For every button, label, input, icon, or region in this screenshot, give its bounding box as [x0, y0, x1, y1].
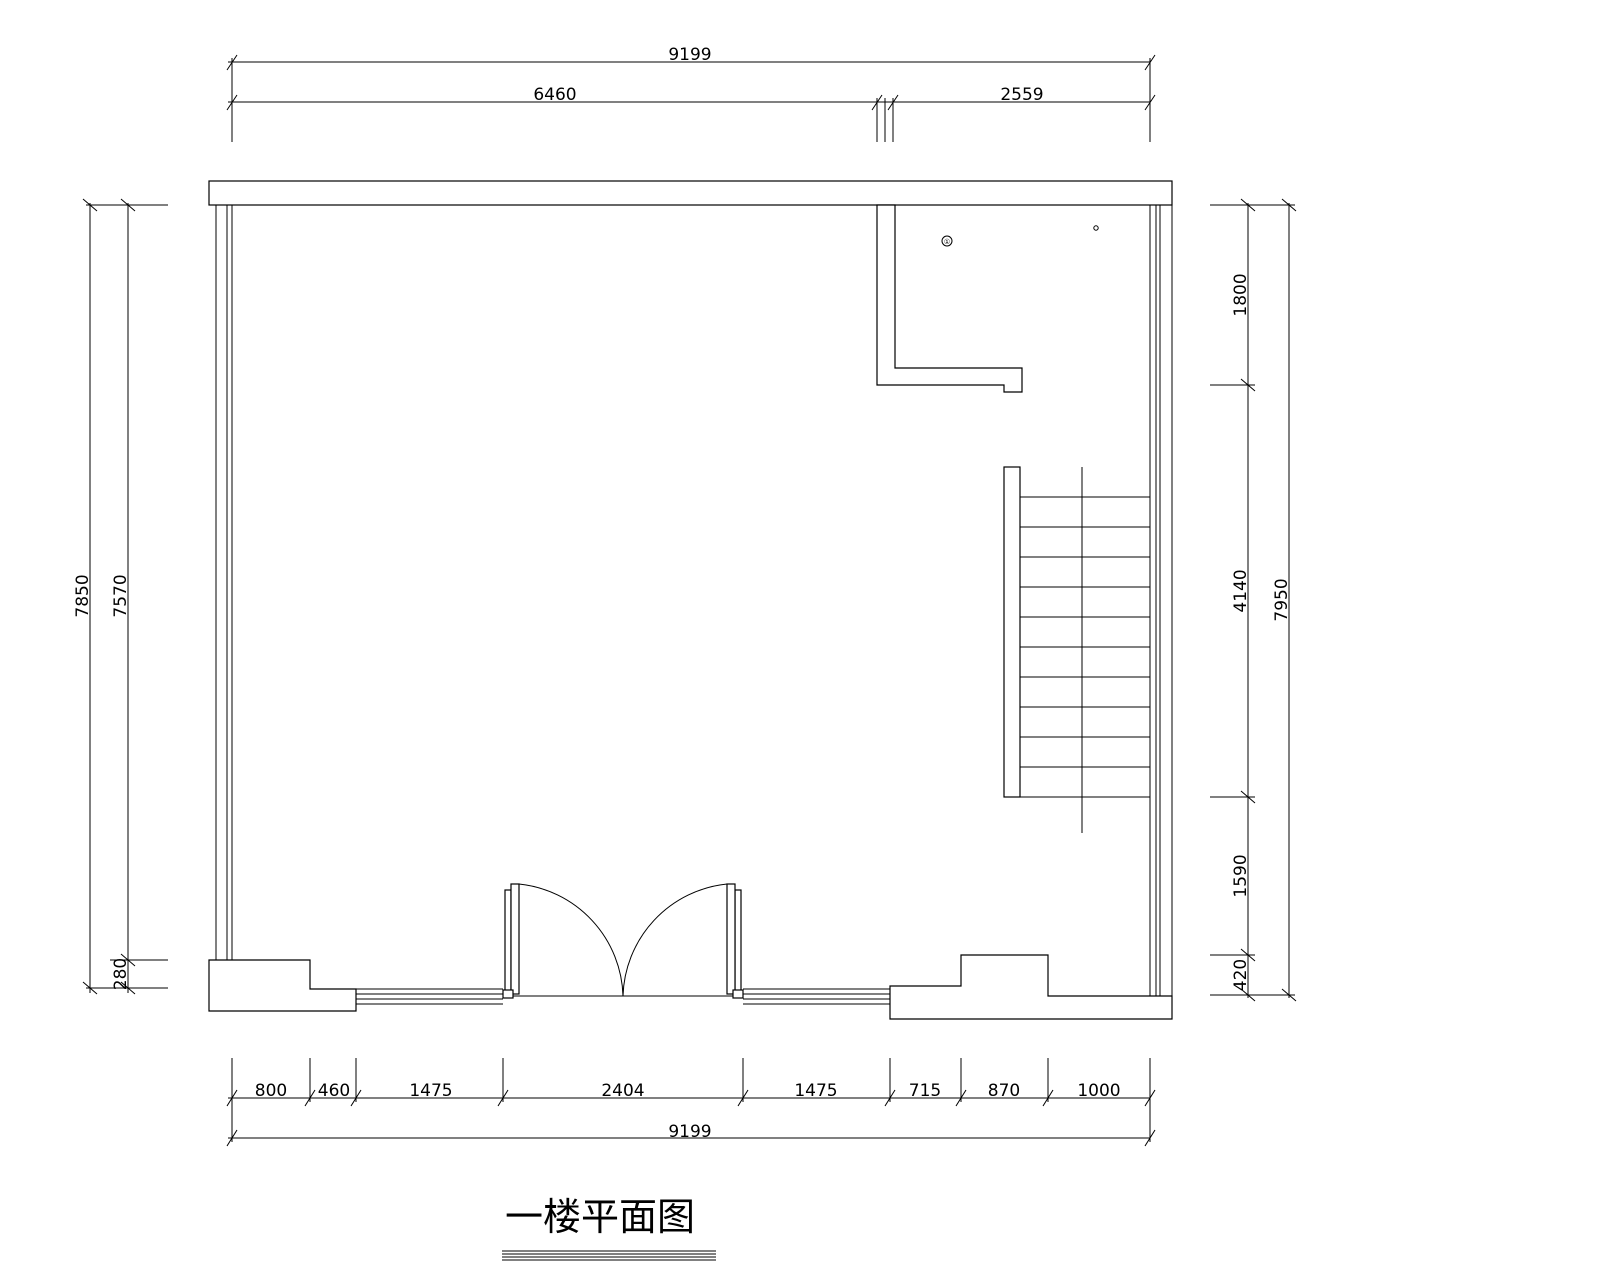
left-window — [356, 988, 503, 1005]
dim-bottom-seg8: 1000 — [1077, 1081, 1120, 1101]
drain-point — [1093, 225, 1099, 231]
dim-right-total: 7950 — [1272, 578, 1292, 621]
dim-left-inner: 7570 — [111, 574, 131, 617]
dim-bottom-seg3: 1475 — [409, 1081, 452, 1101]
top-dimension-lines — [226, 54, 1156, 142]
dim-left-outer: 7850 — [73, 574, 93, 617]
fixture-symbol — [941, 235, 953, 247]
partition-wall — [876, 204, 1023, 393]
drawing-title: 一楼平面图 — [505, 1195, 695, 1239]
right-dimension-lines — [1210, 198, 1297, 1002]
left-dimension-lines — [82, 198, 168, 995]
dim-bottom-seg7: 870 — [988, 1081, 1020, 1101]
exterior-walls — [208, 180, 1173, 1000]
bottom-dimension-lines — [226, 1058, 1156, 1147]
dim-top-total: 9199 — [668, 45, 711, 65]
dim-bottom-seg4: 2404 — [601, 1081, 644, 1101]
dim-bottom-seg5: 1475 — [794, 1081, 837, 1101]
fixture-mark: ① — [944, 238, 950, 246]
dim-bottom-seg6: 715 — [909, 1081, 941, 1101]
staircase — [1003, 466, 1150, 833]
dim-left-small: 280 — [111, 958, 131, 990]
dim-bottom-total: 9199 — [668, 1122, 711, 1142]
dim-bottom-seg1: 800 — [255, 1081, 287, 1101]
dim-top-right: 2559 — [1000, 85, 1043, 105]
dim-right-seg3: 1590 — [1231, 854, 1251, 897]
title-underline — [502, 1250, 716, 1261]
dim-right-seg4: 420 — [1231, 959, 1251, 991]
bottom-left-pier — [208, 959, 357, 1012]
dim-right-seg1: 1800 — [1231, 273, 1251, 316]
bottom-right-pier — [889, 954, 1173, 1020]
dim-top-left: 6460 — [533, 85, 576, 105]
dim-bottom-seg2: 460 — [318, 1081, 350, 1101]
right-window — [743, 988, 890, 1005]
double-entry-door — [502, 883, 744, 999]
dim-right-seg2: 4140 — [1231, 569, 1251, 612]
